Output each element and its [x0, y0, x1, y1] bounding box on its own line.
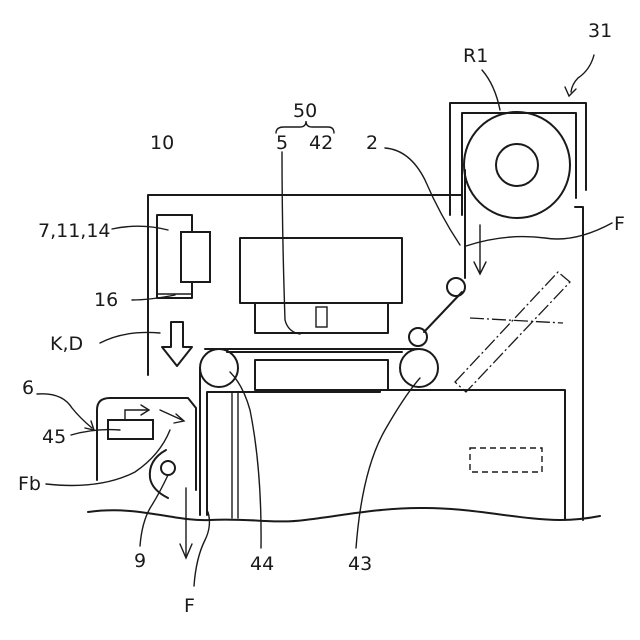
leader-5: [282, 152, 300, 334]
label-R1: R1: [463, 45, 488, 67]
roller-44: [200, 349, 238, 387]
dashed-slot: [470, 448, 542, 472]
label-5: 5: [276, 132, 288, 154]
label-F-right: F: [614, 213, 625, 235]
leader-KD: [100, 332, 160, 343]
leader-43: [356, 378, 420, 548]
label-2: 2: [366, 132, 378, 154]
roller-43: [400, 349, 438, 387]
label-31: 31: [588, 20, 612, 42]
center-line: [470, 318, 563, 323]
label-44: 44: [250, 553, 274, 575]
label-43: 43: [348, 553, 372, 575]
label-50: 50: [293, 100, 317, 122]
roll-housing: [450, 103, 586, 215]
break-line: [88, 508, 600, 521]
label-KD: K,D: [50, 333, 83, 355]
label-9: 9: [134, 550, 146, 572]
component-45-arrow: [125, 410, 147, 420]
leader-6: [37, 394, 92, 428]
label-45: 45: [42, 426, 66, 448]
roll-R1-outer: [464, 112, 570, 218]
leader-7-11-14: [112, 226, 168, 230]
optional-plate: [455, 272, 570, 392]
belt-support: [255, 360, 388, 390]
discharge-arrow: [160, 410, 182, 420]
label-7-11-14: 7,11,14: [38, 220, 111, 242]
label-6: 6: [22, 377, 34, 399]
leader-31: [571, 55, 594, 92]
label-Fb: Fb: [18, 473, 41, 495]
housing-right-wall: [575, 207, 583, 520]
leader-F-right: [466, 223, 612, 246]
pivot-9: [161, 461, 175, 475]
leader-F-bottom: [194, 512, 209, 586]
label-F-bottom: F: [184, 595, 195, 617]
direction-arrow-KD: [162, 322, 192, 366]
unit-42: [240, 238, 402, 303]
leader-2: [385, 148, 460, 245]
unit-5-slot: [316, 307, 327, 327]
guide-roller-upper: [447, 278, 465, 296]
web-path-segment: [424, 292, 462, 332]
label-10: 10: [150, 132, 174, 154]
label-42: 42: [309, 132, 333, 154]
component-7-11-14-inner: [181, 232, 210, 282]
leader-44: [230, 372, 261, 548]
label-16: 16: [94, 289, 118, 311]
roll-R1-core: [496, 144, 538, 186]
